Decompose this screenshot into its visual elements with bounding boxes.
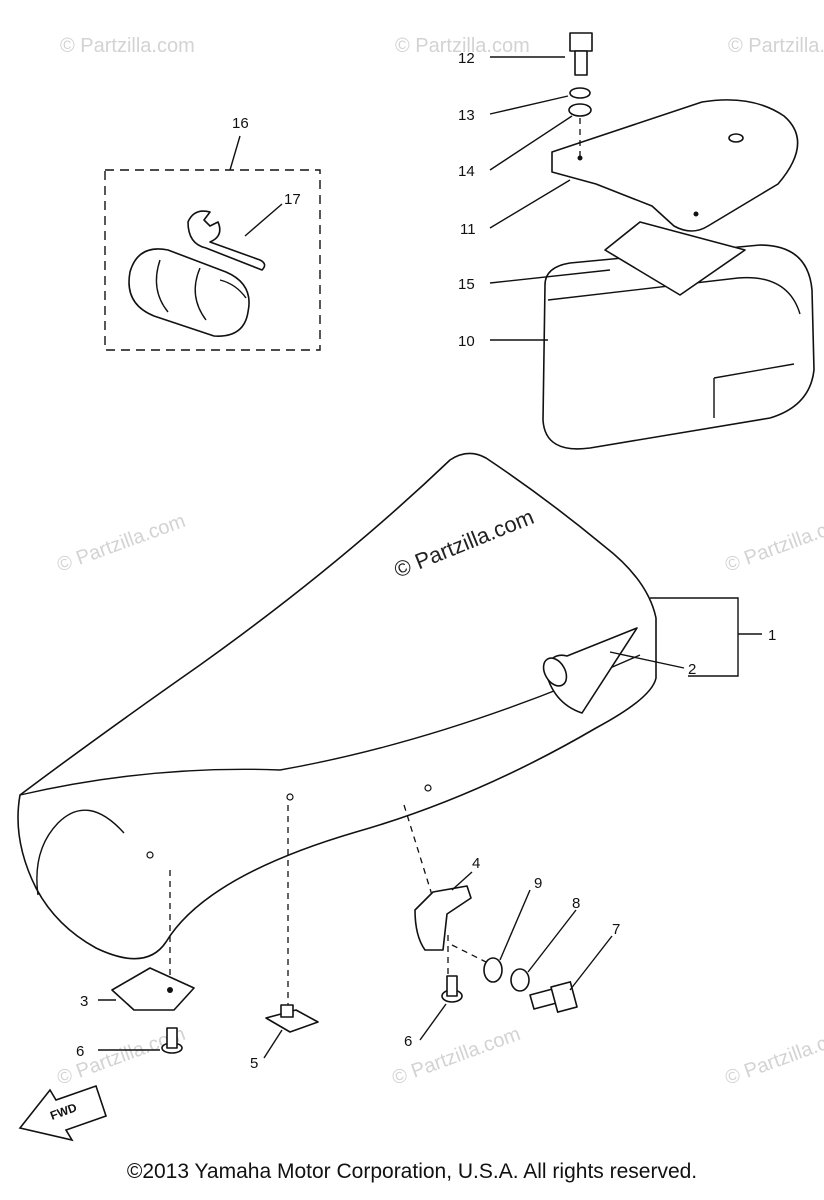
callout-label: 7	[612, 921, 620, 938]
leader-line	[229, 135, 241, 171]
bolt-shank-icon	[166, 1027, 178, 1049]
seat-rear-arch	[36, 809, 125, 896]
bracket-hole	[167, 987, 173, 993]
leader-line	[609, 651, 685, 669]
callout-label: 10	[458, 333, 475, 350]
tool-kit-dashed-box	[104, 169, 321, 351]
leader-line	[489, 269, 611, 284]
callout-label: 16	[232, 115, 249, 132]
seat-hook	[414, 885, 472, 951]
watermark: © Partzilla.com	[722, 1023, 824, 1090]
plate-hole	[577, 155, 583, 161]
seat-base-tray	[542, 244, 815, 450]
leader-line	[527, 909, 577, 973]
seat-base-group	[542, 244, 815, 450]
washer-icon	[483, 957, 503, 983]
leader-line	[451, 871, 473, 891]
callout-label: 2	[688, 661, 696, 678]
callout-label: 13	[458, 107, 475, 124]
seat-plate	[551, 99, 799, 232]
leader-bracket	[650, 597, 739, 677]
mount-hole	[424, 784, 432, 792]
watermark: © Partzilla.com	[728, 35, 824, 57]
callout-label: 17	[284, 191, 301, 208]
washer-icon	[569, 87, 591, 99]
callout-label: 6	[76, 1043, 84, 1060]
copyright-notice: ©2013 Yamaha Motor Corporation, U.S.A. A…	[126, 1160, 698, 1183]
leader-line	[499, 889, 531, 961]
callout-label: 5	[250, 1055, 258, 1072]
leader-line	[489, 95, 569, 115]
leader-line	[489, 179, 571, 229]
bolt-head-icon	[569, 32, 593, 52]
mount-hole	[146, 851, 154, 859]
leader-line	[489, 115, 573, 171]
callout-label: 11	[460, 221, 476, 238]
emblem-end	[542, 657, 568, 687]
leader-line	[419, 1003, 447, 1041]
callout-label: 4	[472, 855, 480, 872]
callout-label: 8	[572, 895, 580, 912]
tool-kit-group	[104, 135, 321, 351]
plate-hole	[693, 211, 699, 217]
tool-bag-strap	[155, 259, 247, 321]
assembly-line	[451, 944, 493, 966]
callout-label: 3	[80, 993, 88, 1010]
seat-base-rim	[547, 276, 801, 315]
seat-pad	[604, 221, 746, 296]
watermark: © Partzilla.com	[722, 510, 824, 577]
callout-label: 12	[458, 50, 475, 67]
wrench-icon	[187, 210, 266, 271]
callout-label: 15	[458, 276, 475, 293]
seat-seam	[19, 654, 641, 796]
leader-line	[569, 935, 613, 991]
mount-bracket	[111, 967, 195, 1011]
callout-label: 9	[534, 875, 542, 892]
watermark: © Partzilla.com	[60, 35, 195, 57]
callout-label: 6	[404, 1033, 412, 1050]
watermark: © Partzilla.com	[395, 35, 530, 57]
mount-hole	[286, 793, 294, 801]
bolt-shank-icon	[446, 975, 458, 997]
callout-label: 1	[768, 627, 776, 644]
bolt-shank-icon	[574, 50, 588, 76]
nut-post	[280, 1004, 294, 1018]
watermark: © Partzilla.com	[54, 510, 188, 577]
plate-slot	[728, 133, 744, 143]
callout-labels: 1 2 3 4 5 6 6 7 8 9 10 11 12 13 14 15 16…	[76, 50, 776, 1072]
callout-label: 14	[458, 163, 475, 180]
leader-line	[244, 203, 283, 237]
tool-bag-icon	[128, 248, 250, 337]
assembly-line	[403, 804, 433, 896]
seat-base-edge	[713, 363, 795, 418]
seat	[17, 452, 657, 960]
washer-icon	[568, 103, 592, 117]
washer-icon	[510, 968, 530, 992]
leader-line	[263, 1029, 283, 1059]
fwd-arrow-icon: FWD	[18, 1084, 108, 1142]
